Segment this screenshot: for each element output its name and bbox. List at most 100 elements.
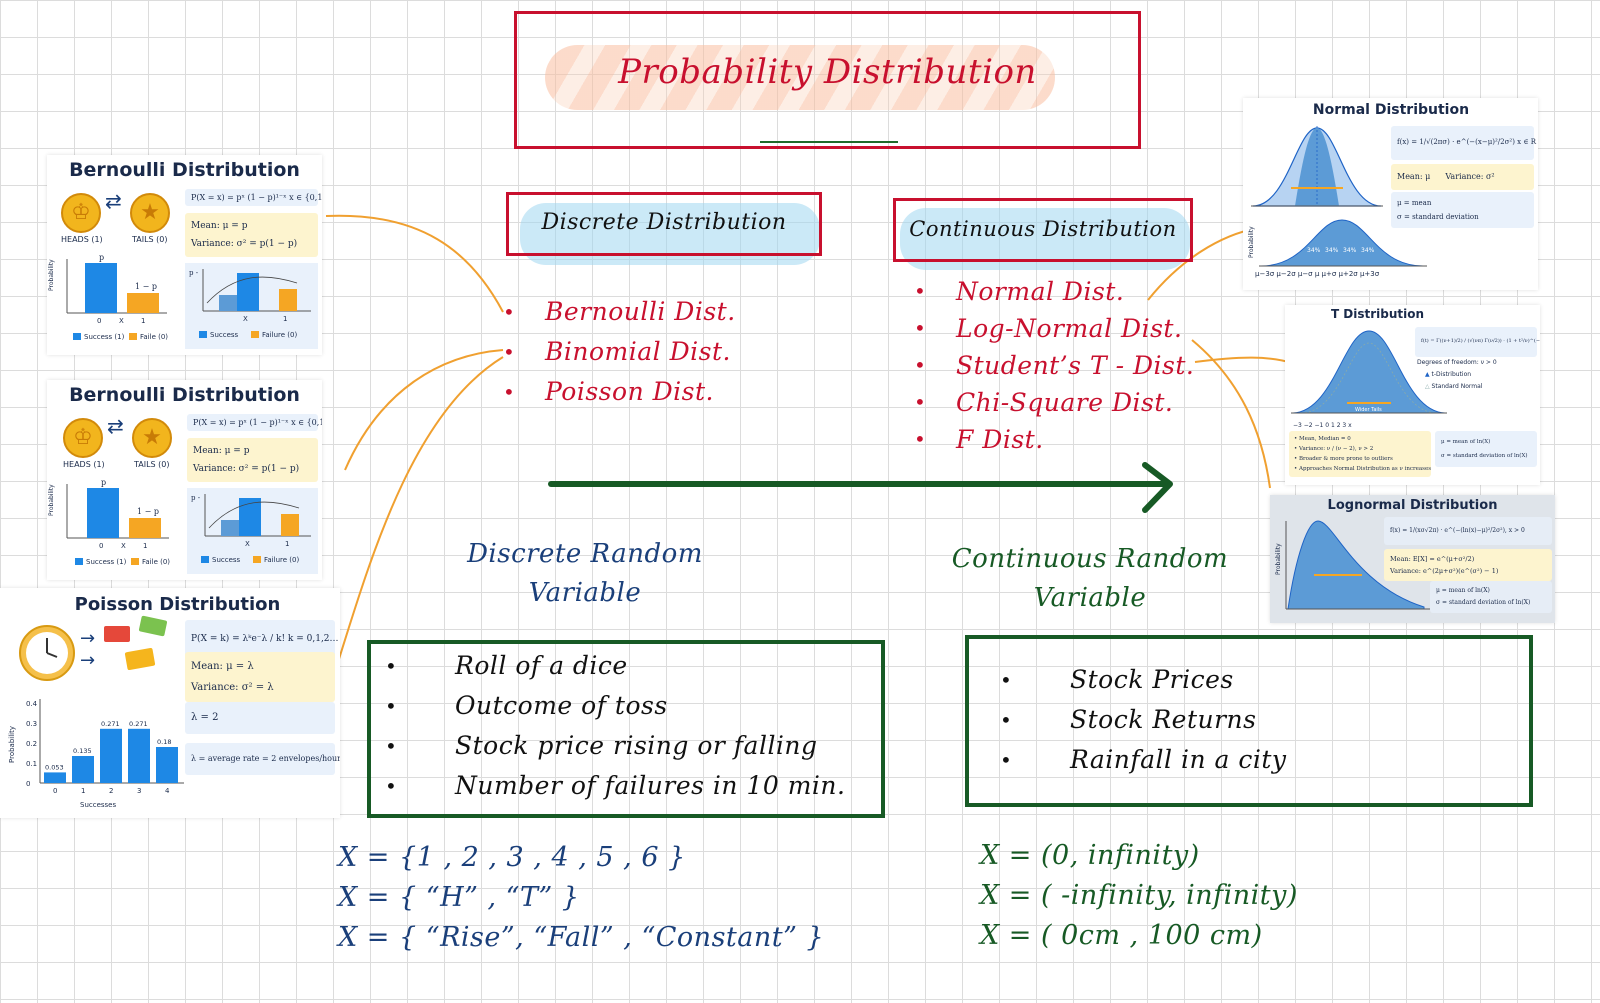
list-item: Number of failures in 10 min. — [385, 766, 880, 806]
continuous-variable-label: Continuous Random Variable — [935, 540, 1245, 618]
bar-value-label: 0.135 — [73, 747, 92, 755]
legend-n-label: Standard Normal — [1431, 383, 1483, 390]
mu-def: μ = mean of ln(X) — [1436, 587, 1490, 594]
t-curve-chart: Wider Tails — [1291, 330, 1447, 414]
mean-text: Mean: E[X] = e^(μ+σ²/2) — [1390, 555, 1475, 563]
bar — [128, 728, 150, 783]
y-axis-label: Probability — [1275, 543, 1282, 575]
formula-line: X = (0, infinity) — [980, 840, 1200, 871]
x-tick: X — [121, 542, 126, 550]
continuous-header: Continuous Distribution — [909, 217, 1177, 241]
red-envelope-icon — [104, 626, 130, 642]
arrow-icon: → — [80, 650, 96, 671]
y-tick-label: 0.4 — [26, 700, 38, 708]
formula-line: X = ( -infinity, infinity) — [980, 880, 1298, 911]
legend-t-label: t-Distribution — [1431, 371, 1472, 378]
card-title: Lognormal Distribution — [1327, 498, 1498, 513]
lambda-box: λ = 2 — [185, 702, 335, 734]
list-item: Outcome of toss — [385, 686, 880, 726]
x-tick: 1 — [141, 317, 145, 325]
t-card: T Distribution Wider Tails −3 −2 −1 0 1 … — [1285, 305, 1540, 485]
mean-text: Mean: μ = p — [191, 221, 248, 231]
x-tick-label: 1 — [81, 787, 85, 795]
formula-line: X = { “Rise”, “Fall” , “Constant” } — [338, 922, 825, 953]
variance-text: Variance: σ² = p(1 − p) — [193, 464, 300, 474]
card-title: Normal Distribution — [1312, 102, 1470, 118]
mean-text: Mean: μ — [1397, 172, 1431, 181]
green-envelope-icon — [138, 615, 168, 637]
bar-value-label: 0.053 — [45, 763, 64, 771]
lognormal-card: Lognormal Distribution Probability f(x) … — [1270, 495, 1555, 623]
label-line: Variable — [1033, 583, 1147, 613]
y-axis-label: Probability — [48, 484, 55, 516]
p-tick: p - — [191, 494, 201, 502]
note-line: • Variance: ν / (ν − 2), ν > 2 — [1294, 446, 1374, 452]
mean-variance-box: Mean: μ = p Variance: σ² = p(1 − p) — [187, 438, 318, 482]
bar — [100, 728, 122, 783]
card-title: T Distribution — [1330, 307, 1425, 321]
legend-normal: △ Standard Normal — [1425, 383, 1483, 390]
mu-def: μ = mean of ln(X) — [1441, 439, 1491, 445]
discrete-variable-label: Discrete Random Variable — [435, 535, 735, 613]
y-tick-label: 0.2 — [26, 740, 37, 748]
list-item: Stock Prices — [1000, 660, 1520, 700]
x-label: X — [243, 315, 248, 323]
bar-value-label: 0.271 — [129, 720, 148, 728]
x-label: 1 — [285, 540, 289, 548]
tails-label: TAILS (0) — [132, 235, 168, 244]
discrete-examples-box — [367, 640, 885, 818]
y-tick-label: 0.3 — [26, 720, 37, 728]
card-title: Bernoulli Distribution — [69, 159, 300, 181]
tails-coin-icon: ★ — [132, 418, 172, 458]
t-notes-box: • Mean, Median = 0 • Variance: ν / (ν − … — [1289, 431, 1431, 477]
swap-arrows-icon: ⇄ — [105, 189, 122, 213]
x-tick: 0 — [97, 317, 101, 325]
pmf-bar-chart: Probability p 1 − p 0 X 1 Success (1) Fa… — [48, 253, 168, 341]
bar-q-label: 1 − p — [137, 507, 159, 516]
pdf-formula: f(t) = Γ((ν+1)/2) / (√(νπ) Γ(ν/2)) · (1 … — [1415, 327, 1540, 357]
sigma-def: σ = standard deviation of ln(X) — [1441, 453, 1528, 459]
list-item: Stock price rising or falling — [385, 726, 880, 766]
legend-success: Success (1) — [86, 558, 127, 566]
legend-swatch-success — [73, 333, 81, 340]
list-item: Poisson Dist. — [503, 372, 823, 412]
list-item: Log-Normal Dist. — [914, 310, 1234, 347]
bernoulli-card-1: Bernoulli Distribution ♔ ⇄ ★ HEADS (1) T… — [47, 155, 322, 355]
connector-bernoulli2 — [344, 349, 504, 471]
p-tick: p - — [189, 269, 199, 277]
bar — [44, 772, 66, 783]
list-item: Bernoulli Dist. — [503, 292, 823, 332]
continuous-formulas: X = (0, infinity) X = ( -infinity, infin… — [980, 836, 1298, 956]
normal-percent-chart: Probability 34%34%34%34% — [1248, 219, 1427, 267]
green-arrow — [548, 462, 1173, 513]
label-line: Variable — [528, 578, 642, 608]
legend-t: ▲ t-Distribution — [1425, 371, 1472, 378]
legend-fail: Faile (0) — [140, 333, 168, 341]
heads-coin-icon: ♔ — [61, 193, 101, 233]
percent-label: 34% — [1325, 247, 1339, 254]
heads-label: HEADS (1) — [61, 235, 103, 244]
x-tick-label: 2 — [109, 787, 113, 795]
y-tick-label: 0 — [26, 780, 30, 788]
discrete-header-frame — [506, 192, 822, 256]
continuous-examples: Stock Prices Stock Returns Rainfall in a… — [1000, 660, 1520, 780]
mean-variance-box: Mean: E[X] = e^(μ+σ²/2) Variance: e^(2μ+… — [1384, 549, 1552, 581]
label-line: Discrete Random — [467, 539, 703, 569]
y-tick-label: 0.1 — [26, 760, 37, 768]
title-highlight — [545, 45, 1055, 110]
legend-fail: Faile (0) — [142, 558, 170, 566]
y-axis-label: Probability — [1248, 226, 1255, 258]
page-title: Probability Distribution — [618, 52, 1037, 92]
mean-variance-box: Mean: μ = λ Variance: σ² = λ — [185, 652, 335, 702]
legend-success: Success — [210, 331, 239, 339]
definitions-box: μ = mean σ = standard deviation — [1391, 192, 1534, 228]
definitions-box: μ = mean of ln(X) σ = standard deviation… — [1430, 581, 1552, 613]
list-item: Normal Dist. — [914, 273, 1234, 310]
legend-swatch-failure — [129, 333, 137, 340]
normal-curve-chart — [1251, 126, 1383, 207]
list-item: Student’s T - Dist. — [914, 347, 1234, 384]
bar-p-label: p — [101, 478, 106, 487]
list-item: Binomial Dist. — [503, 332, 823, 372]
mean-variance-box: Mean: μ Variance: σ² — [1391, 164, 1534, 190]
mu-def: μ = mean — [1397, 199, 1432, 207]
